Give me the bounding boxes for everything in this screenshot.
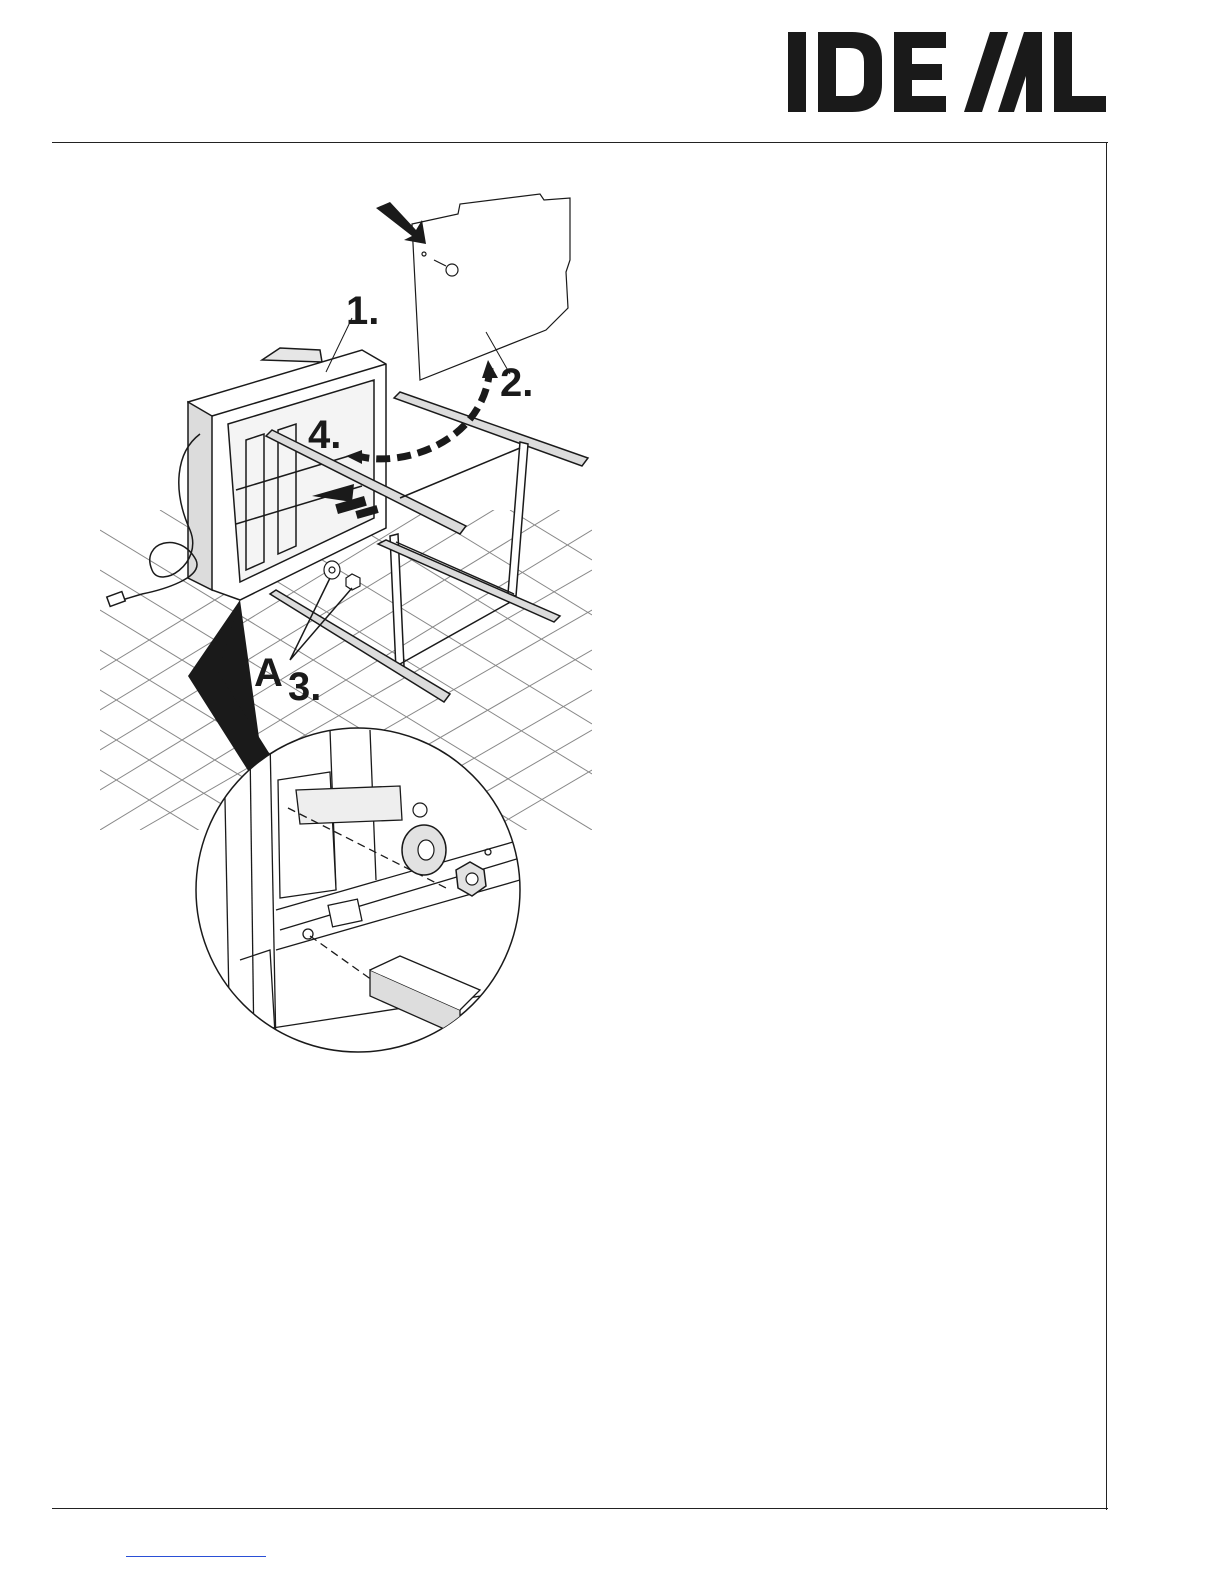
ideal-logo xyxy=(786,30,1108,114)
back-panel xyxy=(412,194,570,380)
step-label-2: 2. xyxy=(500,361,533,405)
detail-circle xyxy=(196,728,520,1052)
part-label-a: A xyxy=(254,651,283,695)
step-label-1: 1. xyxy=(346,289,379,333)
page-frame-right xyxy=(1106,142,1107,1510)
step-label-4: 4. xyxy=(308,413,341,457)
step-label-3: 3. xyxy=(288,665,321,709)
header-rule xyxy=(52,142,1108,143)
footer-link-underline[interactable] xyxy=(126,1556,266,1557)
power-cord xyxy=(107,434,200,606)
assembly-illustration: 1. 2. 4. A 3. xyxy=(100,190,610,1070)
footer-rule xyxy=(52,1508,1108,1509)
fastener-parts xyxy=(324,561,360,590)
